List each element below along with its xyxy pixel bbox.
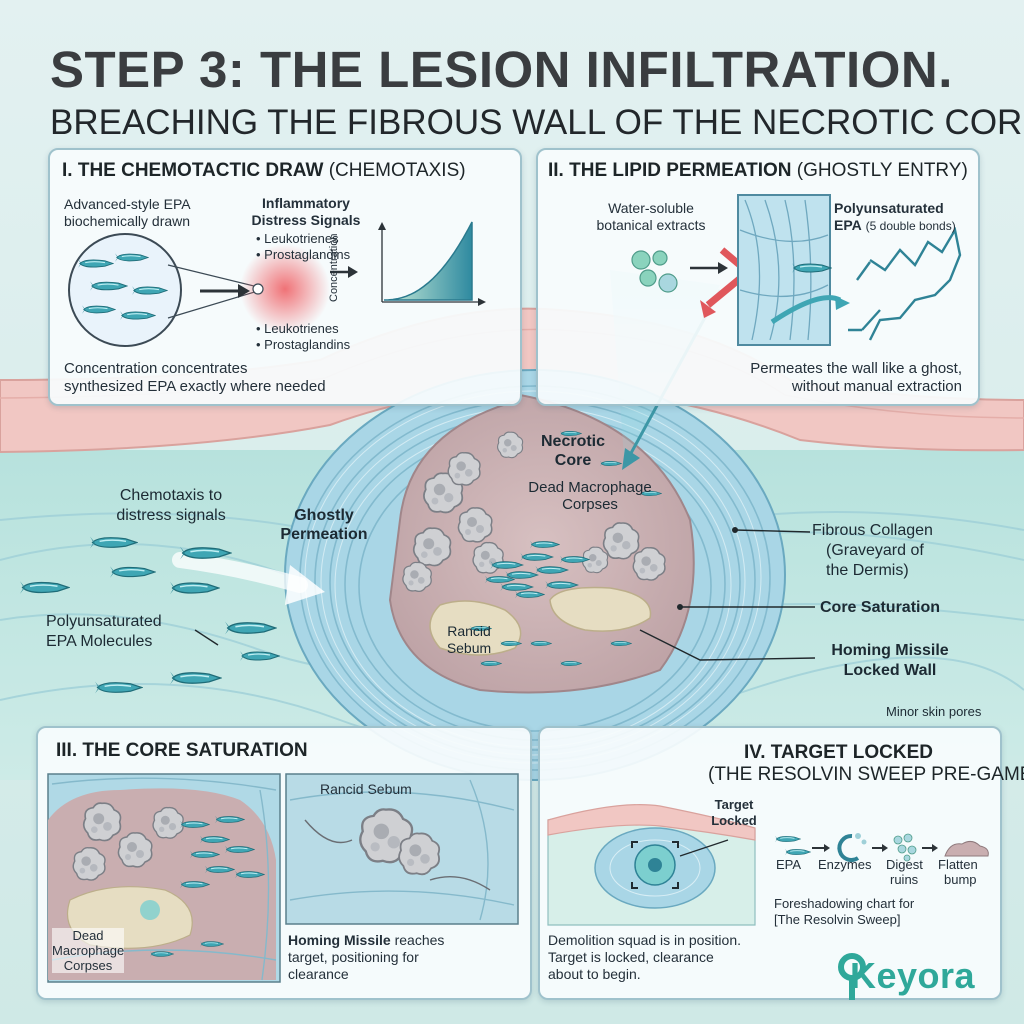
poly-epa-label-2: EPA Molecules — [46, 633, 153, 650]
panel3-homing-3: clearance — [288, 966, 349, 982]
page-title: STEP 3: THE LESION INFILTRATION. — [50, 41, 953, 98]
extract-label-1: Water-soluble — [608, 200, 694, 216]
necrotic-core-label-2: Core — [554, 452, 592, 469]
signals-title-1: Inflammatory — [262, 195, 350, 211]
poly-epa-label-1: Polyunsaturated — [46, 613, 162, 630]
skin-pores-label: Minor skin pores — [886, 704, 982, 719]
demolition-2: Target is locked, clearance — [548, 949, 714, 965]
panel1-note-2: biochemically drawn — [64, 213, 191, 229]
panel1-note-1: Advanced-style EPA — [64, 196, 191, 212]
demolition-3: about to begin. — [548, 966, 641, 982]
ghost-permeation-label-2: Permeation — [280, 526, 368, 543]
chart-ylabel: Concentration — [328, 233, 340, 303]
rancid-sebum-label-1: Rancid — [447, 623, 491, 639]
dead-macrophage-label-2: Corpses — [562, 496, 618, 513]
panel1-title: I. THE CHEMOTACTIC DRAW (CHEMOTAXIS) — [62, 160, 466, 181]
homing-missile-label-2: Locked Wall — [843, 662, 937, 679]
panel3-dead-3: Corpses — [52, 958, 124, 973]
signal-item-3: • Leukotrienes — [256, 321, 339, 336]
panel3-sebum: Rancid Sebum — [320, 781, 412, 797]
step-flatten-1: Flatten — [938, 857, 978, 872]
panel3-homing-1: Homing Missile reaches — [288, 932, 445, 948]
epa-label-1: Polyunsaturated — [834, 200, 944, 216]
step-digest-1: Digest — [886, 857, 923, 872]
ghost-permeation-label-1: Ghostly — [294, 507, 354, 524]
panel4-title-1: IV. TARGET LOCKED — [744, 742, 933, 763]
panel2-caption-1: Permeates the wall like a ghost, — [750, 360, 962, 377]
panel1-caption-2: synthesized EPA exactly where needed — [64, 378, 326, 395]
homing-missile-label-1: Homing Missile — [831, 642, 949, 659]
sebum-blob-2 — [549, 586, 652, 632]
step-flatten-2: bump — [944, 872, 977, 887]
fibrous-label-2: (Graveyard of — [826, 542, 924, 559]
page-subtitle: BREACHING THE FIBROUS WALL OF THE NECROT… — [50, 103, 1024, 142]
panel2-caption-2: without manual extraction — [791, 378, 962, 395]
panel3-dead-2: Macrophage — [52, 943, 125, 958]
signal-item-1: • Leukotrienes — [256, 231, 339, 246]
target-locked-2: Locked — [711, 813, 757, 828]
necrotic-core-label-1: Necrotic — [540, 433, 606, 450]
foreshadow-1: Foreshadowing chart for — [774, 896, 915, 911]
signals-title-2: Distress Signals — [251, 212, 361, 228]
target-locked-1: Target — [714, 797, 754, 812]
demolition-1: Demolition squad is in position. — [548, 932, 741, 948]
panel4-title-2: (THE RESOLVIN SWEEP PRE-GAME) — [708, 764, 1024, 785]
leader-lines — [194, 529, 816, 661]
panel2-title: II. THE LIPID PERMEATION (GHOSTLY ENTRY) — [548, 160, 968, 181]
extract-label-2: botanical extracts — [596, 217, 706, 233]
foreshadow-2: [The Resolvin Sweep] — [774, 912, 901, 927]
panel3-dead-1: Dead — [52, 928, 124, 943]
panel3-title: III. THE CORE SATURATION — [56, 740, 308, 761]
fibrous-label-1: Fibrous Collagen — [812, 522, 933, 539]
chemotaxis-label-1: Chemotaxis to — [119, 487, 223, 504]
panel3-homing-2: target, positioning for — [288, 949, 419, 965]
dead-macrophage-label-1: Dead Macrophage — [528, 479, 652, 496]
epa-label-2: EPA (5 double bonds) — [834, 217, 956, 233]
core-saturation-label: Core Saturation — [820, 599, 941, 616]
signal-item-2: • Prostaglandins — [256, 247, 351, 262]
step-epa: EPA — [776, 857, 802, 872]
fibrous-label-3: the Dermis) — [826, 562, 909, 579]
brand-logo: Keyora — [850, 955, 976, 996]
signal-item-4: • Prostaglandins — [256, 337, 351, 352]
rancid-sebum-label-2: Sebum — [446, 640, 492, 656]
chemotaxis-label-2: distress signals — [116, 507, 226, 524]
step-enzymes: Enzymes — [818, 857, 872, 872]
step-digest-2: ruins — [890, 872, 919, 887]
ghost-arrow — [172, 552, 308, 593]
panel1-caption-1: Concentration concentrates — [64, 360, 248, 377]
